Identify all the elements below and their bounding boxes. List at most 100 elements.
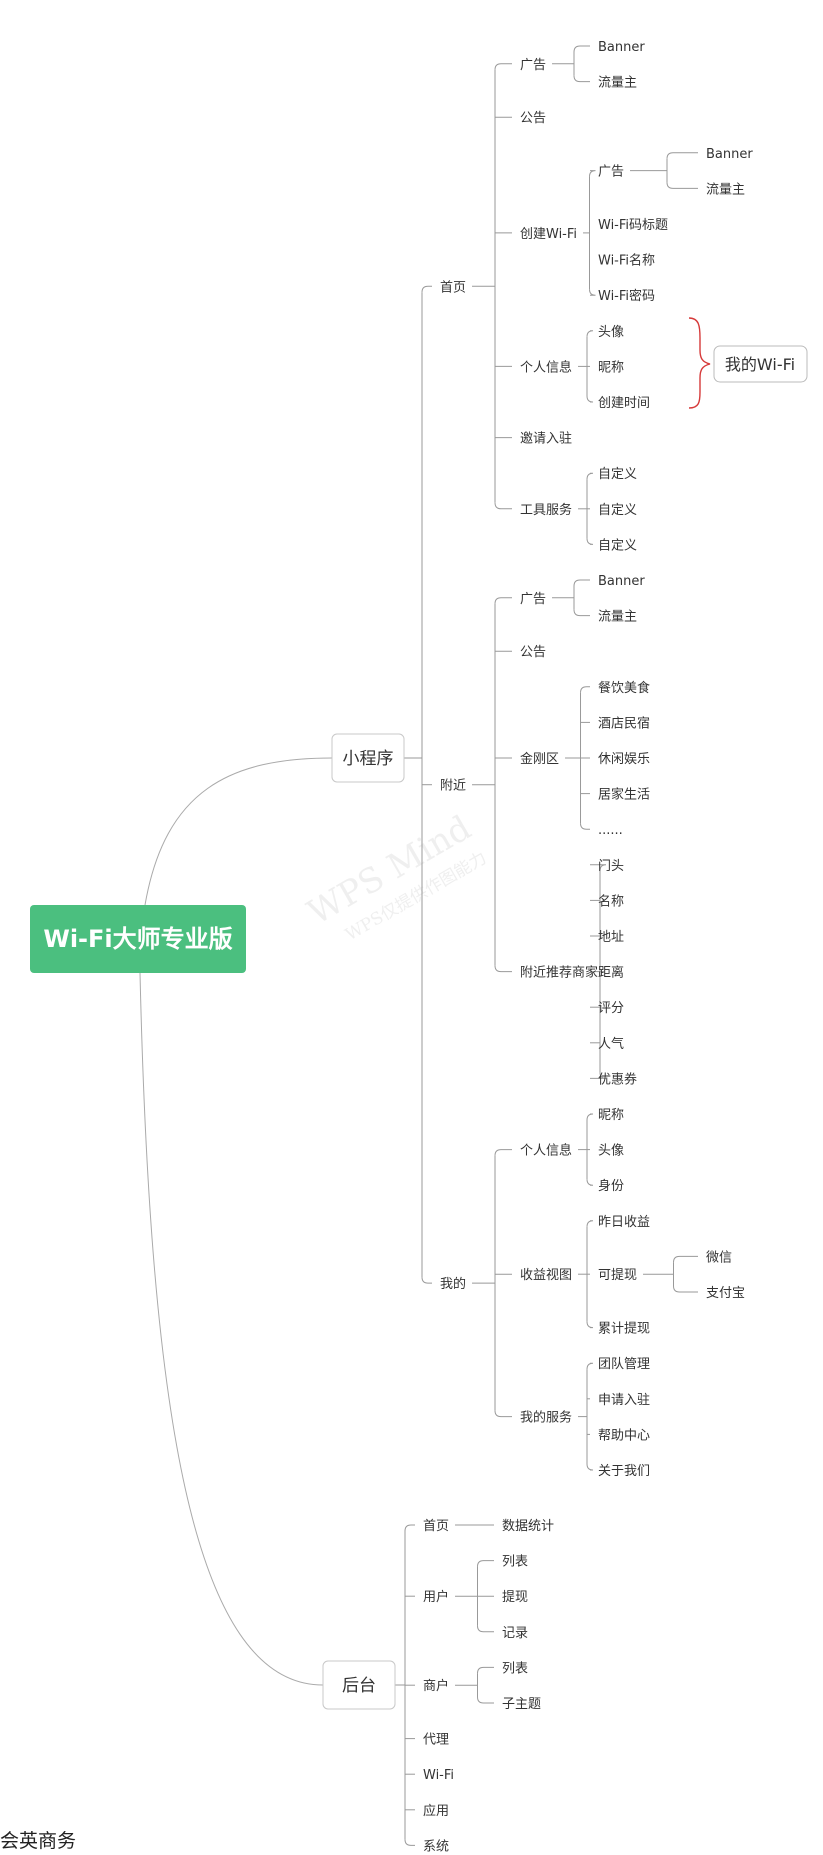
connector <box>586 1179 594 1186</box>
root-connector <box>144 757 333 906</box>
node-广告[interactable]: 广告 <box>598 165 624 180</box>
node-昨日收益[interactable]: 昨日收益 <box>598 1215 650 1230</box>
node-距离[interactable]: 距离 <box>598 965 624 981</box>
connector <box>494 965 512 973</box>
node-名称[interactable]: 名称 <box>598 893 624 909</box>
node-商户[interactable]: 商户 <box>423 1678 449 1694</box>
node-地址[interactable]: 地址 <box>598 930 624 945</box>
connector <box>590 1072 607 1079</box>
node-可提现[interactable]: 可提现 <box>598 1267 637 1283</box>
branch-node-mini-program[interactable]: 小程序 <box>331 733 405 783</box>
node-banner[interactable]: Banner <box>598 574 645 589</box>
node-微信[interactable]: 微信 <box>706 1250 732 1265</box>
branch-node-label: 后台 <box>342 1676 376 1696</box>
node-自定义[interactable]: 自定义 <box>598 538 637 553</box>
node-wi-fi[interactable]: Wi-Fi <box>423 1768 454 1783</box>
node-门头[interactable]: 门头 <box>598 859 624 874</box>
node-创建时间[interactable]: 创建时间 <box>598 396 650 411</box>
node-帮助中心[interactable]: 帮助中心 <box>598 1428 650 1443</box>
node-个人信息[interactable]: 个人信息 <box>520 1143 572 1159</box>
node-公告[interactable]: 公告 <box>520 111 546 126</box>
node-我的[interactable]: 我的 <box>440 1276 466 1292</box>
node-头像[interactable]: 头像 <box>598 1144 624 1159</box>
node-提现[interactable]: 提现 <box>502 1589 528 1605</box>
connector <box>494 1410 512 1418</box>
node-banner[interactable]: Banner <box>598 40 645 55</box>
node-身份[interactable]: 身份 <box>598 1178 624 1194</box>
root-node-label: Wi-Fi大师专业版 <box>43 925 232 953</box>
node-用户[interactable]: 用户 <box>423 1589 449 1605</box>
node-wi-fi密码[interactable]: Wi-Fi密码 <box>598 288 655 304</box>
connector <box>421 1277 432 1284</box>
node-昵称[interactable]: 昵称 <box>598 1108 624 1123</box>
node-流量主[interactable]: 流量主 <box>706 182 745 197</box>
node-居家生活[interactable]: 居家生活 <box>598 787 650 803</box>
node-累计提现[interactable]: 累计提现 <box>598 1321 650 1337</box>
connector <box>404 1524 415 1532</box>
node-子主题[interactable]: 子主题 <box>502 1697 541 1712</box>
connector <box>590 864 607 871</box>
node-昵称[interactable]: 昵称 <box>598 360 624 375</box>
node-人气[interactable]: 人气 <box>598 1036 624 1052</box>
node-数据统计[interactable]: 数据统计 <box>502 1519 554 1534</box>
connector <box>586 1362 594 1370</box>
node-应用[interactable]: 应用 <box>423 1803 449 1819</box>
node-列表[interactable]: 列表 <box>502 1661 528 1676</box>
connector <box>580 823 590 830</box>
brace-shape <box>688 317 711 409</box>
node-首页[interactable]: 首页 <box>440 280 466 295</box>
node-公告[interactable]: 公告 <box>520 645 546 660</box>
connector <box>477 1560 494 1567</box>
connector <box>586 395 594 403</box>
node-团队管理[interactable]: 团队管理 <box>598 1357 650 1372</box>
node-列表[interactable]: 列表 <box>502 1555 528 1570</box>
connector <box>586 330 594 337</box>
node-支付宝[interactable]: 支付宝 <box>706 1286 745 1301</box>
node-wi-fi码标题[interactable]: Wi-Fi码标题 <box>598 218 668 233</box>
node-首页[interactable]: 首页 <box>423 1519 449 1534</box>
node-邀请入驻[interactable]: 邀请入驻 <box>520 432 572 447</box>
node-记录[interactable]: 记录 <box>502 1626 528 1641</box>
connector <box>589 170 596 177</box>
node-创建wi-fi[interactable]: 创建Wi-Fi <box>520 227 577 242</box>
connector <box>673 1255 698 1263</box>
node-评分[interactable]: 评分 <box>598 1001 624 1016</box>
node-item[interactable]: ...... <box>598 823 623 838</box>
node-banner[interactable]: Banner <box>706 147 753 162</box>
node-金刚区[interactable]: 金刚区 <box>520 751 559 767</box>
node-自定义[interactable]: 自定义 <box>598 503 637 518</box>
node-wi-fi名称[interactable]: Wi-Fi名称 <box>598 253 655 269</box>
connector <box>494 502 512 510</box>
node-广告[interactable]: 广告 <box>520 592 546 607</box>
branch-node-box <box>331 733 405 783</box>
node-附近推荐商家[interactable]: 附近推荐商家 <box>520 965 598 981</box>
connector <box>573 609 590 617</box>
node-附近[interactable]: 附近 <box>440 779 466 794</box>
node-代理[interactable]: 代理 <box>423 1733 449 1748</box>
node-申请入驻[interactable]: 申请入驻 <box>598 1393 650 1408</box>
node-关于我们[interactable]: 关于我们 <box>598 1464 650 1479</box>
connector <box>573 45 590 53</box>
node-广告[interactable]: 广告 <box>520 58 546 73</box>
node-头像[interactable]: 头像 <box>598 325 624 340</box>
connector <box>586 1463 594 1471</box>
node-流量主[interactable]: 流量主 <box>598 610 637 625</box>
node-优惠券[interactable]: 优惠券 <box>598 1071 637 1087</box>
node-酒店民宿[interactable]: 酒店民宿 <box>598 715 650 731</box>
root-node[interactable]: Wi-Fi大师专业版 <box>30 905 246 973</box>
brace-callout: 我的Wi-Fi <box>688 317 808 409</box>
node-收益视图[interactable]: 收益视图 <box>520 1268 572 1283</box>
node-工具服务[interactable]: 工具服务 <box>520 502 572 518</box>
root-connector <box>139 972 324 1686</box>
node-流量主[interactable]: 流量主 <box>598 76 637 91</box>
node-个人信息[interactable]: 个人信息 <box>520 359 572 375</box>
node-自定义[interactable]: 自定义 <box>598 467 637 482</box>
node-休闲娱乐[interactable]: 休闲娱乐 <box>598 752 650 767</box>
connector <box>586 1321 594 1329</box>
branch-node-backend[interactable]: 后台 <box>322 1660 396 1710</box>
node-餐饮美食[interactable]: 餐饮美食 <box>598 680 650 696</box>
node-系统[interactable]: 系统 <box>423 1839 449 1854</box>
connector <box>586 472 594 480</box>
connector <box>404 1839 415 1846</box>
node-我的服务[interactable]: 我的服务 <box>520 1410 572 1426</box>
